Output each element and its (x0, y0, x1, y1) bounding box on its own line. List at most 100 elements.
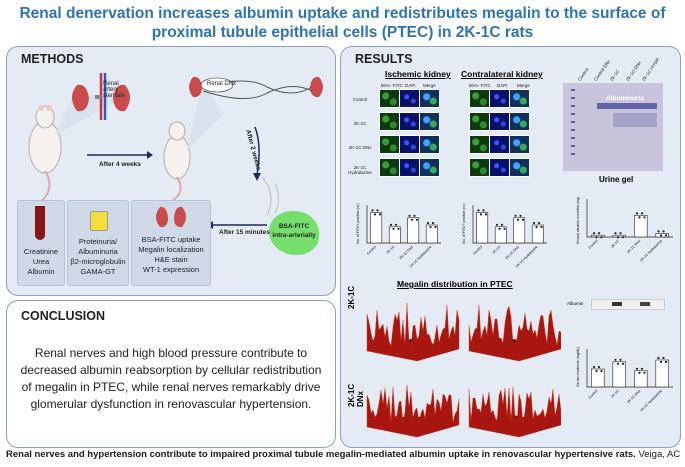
micrograph-tile (379, 158, 400, 177)
micrograph-tile (469, 158, 490, 177)
conclusion-panel: CONCLUSION Renal nerves and high blood p… (6, 300, 336, 448)
chart-point (635, 367, 639, 370)
megalin-title: Megalin distribution in PTEC (397, 279, 513, 289)
chart-point (482, 209, 485, 212)
chart-x-tick: 2K-1C (492, 245, 502, 255)
contralateral-kidney-title: Contralateral kidney (461, 69, 543, 79)
stain-label-dapi-2: DAPI (497, 83, 508, 88)
ischemic-kidney-title: Ischemic kidney (385, 69, 451, 79)
micrograph-tile (419, 112, 440, 131)
chart-bar (388, 226, 401, 244)
chart-point (484, 213, 488, 216)
chart-x-tick: 2K-1C DNx (626, 239, 642, 255)
megalin-surface-plots (366, 302, 561, 438)
chart-point (394, 223, 398, 226)
micrograph-tile (379, 89, 400, 108)
results-heading: RESULTS (355, 52, 413, 66)
chart-bar (476, 212, 489, 244)
surface-label-2k1c: 2K-1C (347, 285, 356, 309)
chart-bar (513, 217, 526, 244)
chart-point (621, 362, 625, 365)
chart-y-label: No. of FITC+ positive (no.) (356, 203, 360, 244)
chart-point (521, 218, 525, 221)
kidney-pair-1 (72, 73, 130, 120)
chart-bar (590, 234, 605, 238)
micrograph-tile (399, 89, 420, 108)
chart-point (595, 369, 598, 373)
chart-point (413, 214, 416, 217)
surface-plot (468, 304, 561, 362)
rat-1-illustration (28, 105, 62, 206)
row-label-dnx: 2K-1C DNx (348, 145, 372, 150)
micrograph-tile (419, 89, 440, 108)
chart-point (616, 362, 620, 365)
chart-bar (633, 370, 648, 388)
rat-2-illustration (163, 121, 191, 204)
methods-heading: METHODS (21, 52, 84, 66)
chart-point (532, 221, 536, 225)
chart-point (410, 218, 414, 221)
chart-point (376, 209, 379, 212)
chart-point (659, 360, 663, 364)
micrograph-tile (489, 158, 510, 177)
chart-point (638, 216, 641, 219)
micrograph-tile (379, 112, 400, 131)
micrograph-tile (469, 135, 490, 154)
chart-x-tick: 2K-1C Hydralazine (639, 389, 663, 413)
chart-x-tick: 2K-1C DNx (626, 389, 642, 405)
chart-bar (370, 212, 383, 244)
chart-x-tick: Control (472, 245, 483, 256)
title-line-1: Renal denervation increases albumin upta… (19, 5, 666, 22)
chart-point (640, 367, 644, 370)
stain-label-dapi: DAPI (405, 83, 416, 88)
renal-artery-stenosis-label: Renal artery stenosis (103, 81, 126, 99)
chart-point (434, 225, 437, 229)
chart-point (498, 227, 501, 230)
urine-cup-icon (90, 211, 108, 231)
chart-x-tick: Control (588, 239, 599, 250)
after-4-weeks-label: After 4 weeks (99, 161, 141, 168)
chart-point (397, 227, 400, 230)
stain-label-fitc-2: BSA- FITC (469, 83, 491, 88)
micrograph-tile (399, 158, 420, 177)
methods-illustration (28, 73, 323, 215)
chart-point (426, 221, 430, 225)
chart-point (389, 223, 393, 226)
micrograph-tile (379, 135, 400, 154)
micrograph-tile (489, 112, 510, 131)
bsa-fitc-blob: BSA-FITC intra-arterially (269, 211, 319, 255)
chart-point (619, 358, 622, 361)
micrograph-tile (419, 135, 440, 154)
blood-tube-icon (35, 206, 45, 240)
conclusion-text: Renal nerves and high blood pressure con… (20, 346, 322, 411)
chart-bar (655, 359, 670, 388)
chart-point (537, 221, 541, 225)
footer-bold: Renal nerves and hypertension contribute… (6, 449, 636, 460)
row-label-2k1c: 2K-1C (353, 121, 367, 126)
micrograph-tile (399, 112, 420, 131)
urine-gel-label: Urine gel (599, 175, 634, 184)
chart-point (597, 232, 601, 235)
chart-point (540, 225, 543, 229)
row-label-hydralazine: 2K-1C Hydralazine (348, 165, 372, 175)
chart-x-tick: 2K-1C DNx (505, 245, 521, 261)
chart-point (408, 214, 411, 217)
chart-point (535, 225, 538, 229)
row-label-control: Control (352, 97, 368, 102)
chart-x-tick: Control (366, 245, 377, 256)
chart-point (592, 365, 596, 369)
chart-point (477, 209, 480, 212)
footer-authors: Veiga, AC (638, 449, 681, 460)
chart-bar (590, 368, 605, 388)
micrograph-tile (419, 158, 440, 177)
gel-lane-label: 2K-1C (609, 68, 621, 82)
chart-point (429, 225, 432, 229)
chart-point (614, 358, 617, 361)
chart-point (516, 218, 520, 221)
chart-point (597, 365, 601, 369)
chart-point (495, 223, 499, 226)
